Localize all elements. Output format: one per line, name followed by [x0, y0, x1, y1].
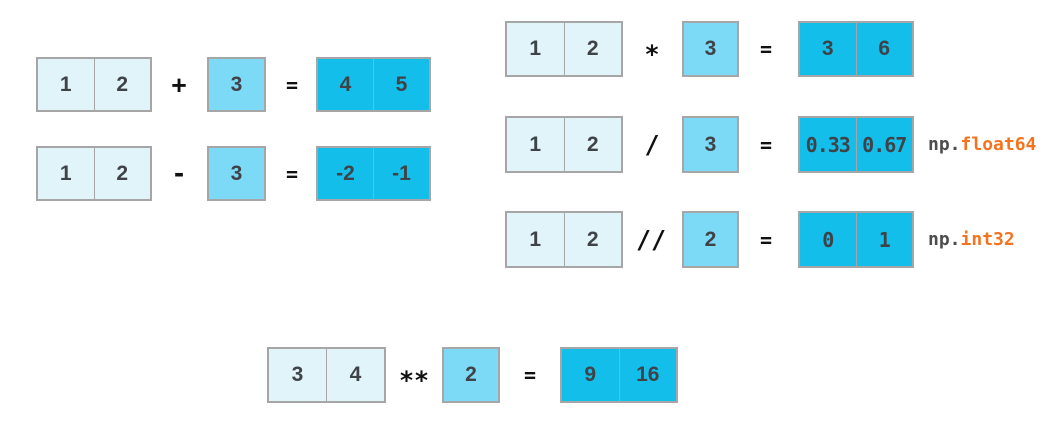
add-scalar-box: 3 — [207, 57, 266, 112]
array-cell: 4 — [326, 349, 384, 401]
result-cell: 0.33 — [805, 132, 851, 157]
result-cell: -1 — [373, 148, 429, 199]
div-input-array: 1 2 — [505, 116, 623, 173]
array-cell: 2 — [563, 213, 622, 266]
np-prefix: np. — [928, 229, 961, 250]
array-cell: 2 — [93, 59, 151, 110]
pow-equals-sign: = — [523, 363, 537, 387]
floordiv-input-array: 1 2 — [505, 211, 623, 268]
floordiv-equals-sign: = — [759, 227, 773, 252]
array-cell: 3 — [291, 363, 304, 386]
result-cell: 16 — [618, 349, 677, 401]
array-cell: 1 — [529, 227, 542, 251]
result-cell: 0 — [822, 227, 834, 252]
floordiv-scalar-box: 2 — [682, 211, 739, 268]
result-cell: -2 — [336, 161, 355, 185]
array-cell: 1 — [59, 161, 72, 185]
multiply-operator: * — [644, 40, 660, 69]
add-equals-sign: = — [285, 72, 299, 97]
pow-input-array: 3 4 — [267, 347, 386, 403]
sub-result-array: -2 -1 — [316, 146, 431, 201]
floor-divide-operator: // — [635, 225, 667, 254]
array-cell: 1 — [529, 132, 542, 156]
array-cell: 1 — [59, 72, 72, 96]
array-cell: 2 — [563, 23, 622, 75]
result-cell: 5 — [373, 59, 429, 110]
divide-operator: / — [644, 130, 660, 159]
mul-equals-sign: = — [759, 37, 773, 61]
add-input-array: 1 2 — [36, 57, 152, 112]
div-scalar-box: 3 — [682, 116, 739, 173]
result-cell: 4 — [339, 72, 352, 96]
result-cell: 3 — [821, 37, 834, 60]
float64-dtype-label: np.float64 — [928, 116, 1036, 173]
pow-scalar-box: 2 — [442, 347, 500, 403]
plus-operator: + — [171, 70, 187, 99]
mul-result-array: 3 6 — [798, 21, 914, 77]
array-cell: 2 — [93, 148, 151, 199]
mul-input-array: 1 2 — [505, 21, 623, 77]
int32-dtype-label: np.int32 — [928, 211, 1015, 268]
div-result-array: 0.33 0.67 — [798, 116, 914, 173]
dtype-name: float64 — [960, 134, 1037, 155]
sub-input-array: 1 2 — [36, 146, 152, 201]
dtype-name: int32 — [960, 229, 1015, 250]
power-operator: ** — [398, 366, 430, 395]
floordiv-result-array: 0 1 — [798, 211, 914, 268]
result-cell: 0.67 — [855, 118, 913, 171]
result-cell: 1 — [855, 213, 913, 266]
minus-operator: - — [171, 159, 187, 188]
div-equals-sign: = — [759, 132, 773, 157]
np-prefix: np. — [928, 134, 961, 155]
pow-result-array: 9 16 — [560, 347, 678, 403]
array-cell: 2 — [563, 118, 622, 171]
result-cell: 6 — [855, 23, 913, 75]
sub-scalar-box: 3 — [207, 146, 266, 201]
result-cell: 9 — [584, 363, 597, 386]
array-cell: 1 — [529, 37, 542, 60]
add-result-array: 4 5 — [316, 57, 431, 112]
sub-equals-sign: = — [285, 161, 299, 186]
mul-scalar-box: 3 — [682, 21, 739, 77]
